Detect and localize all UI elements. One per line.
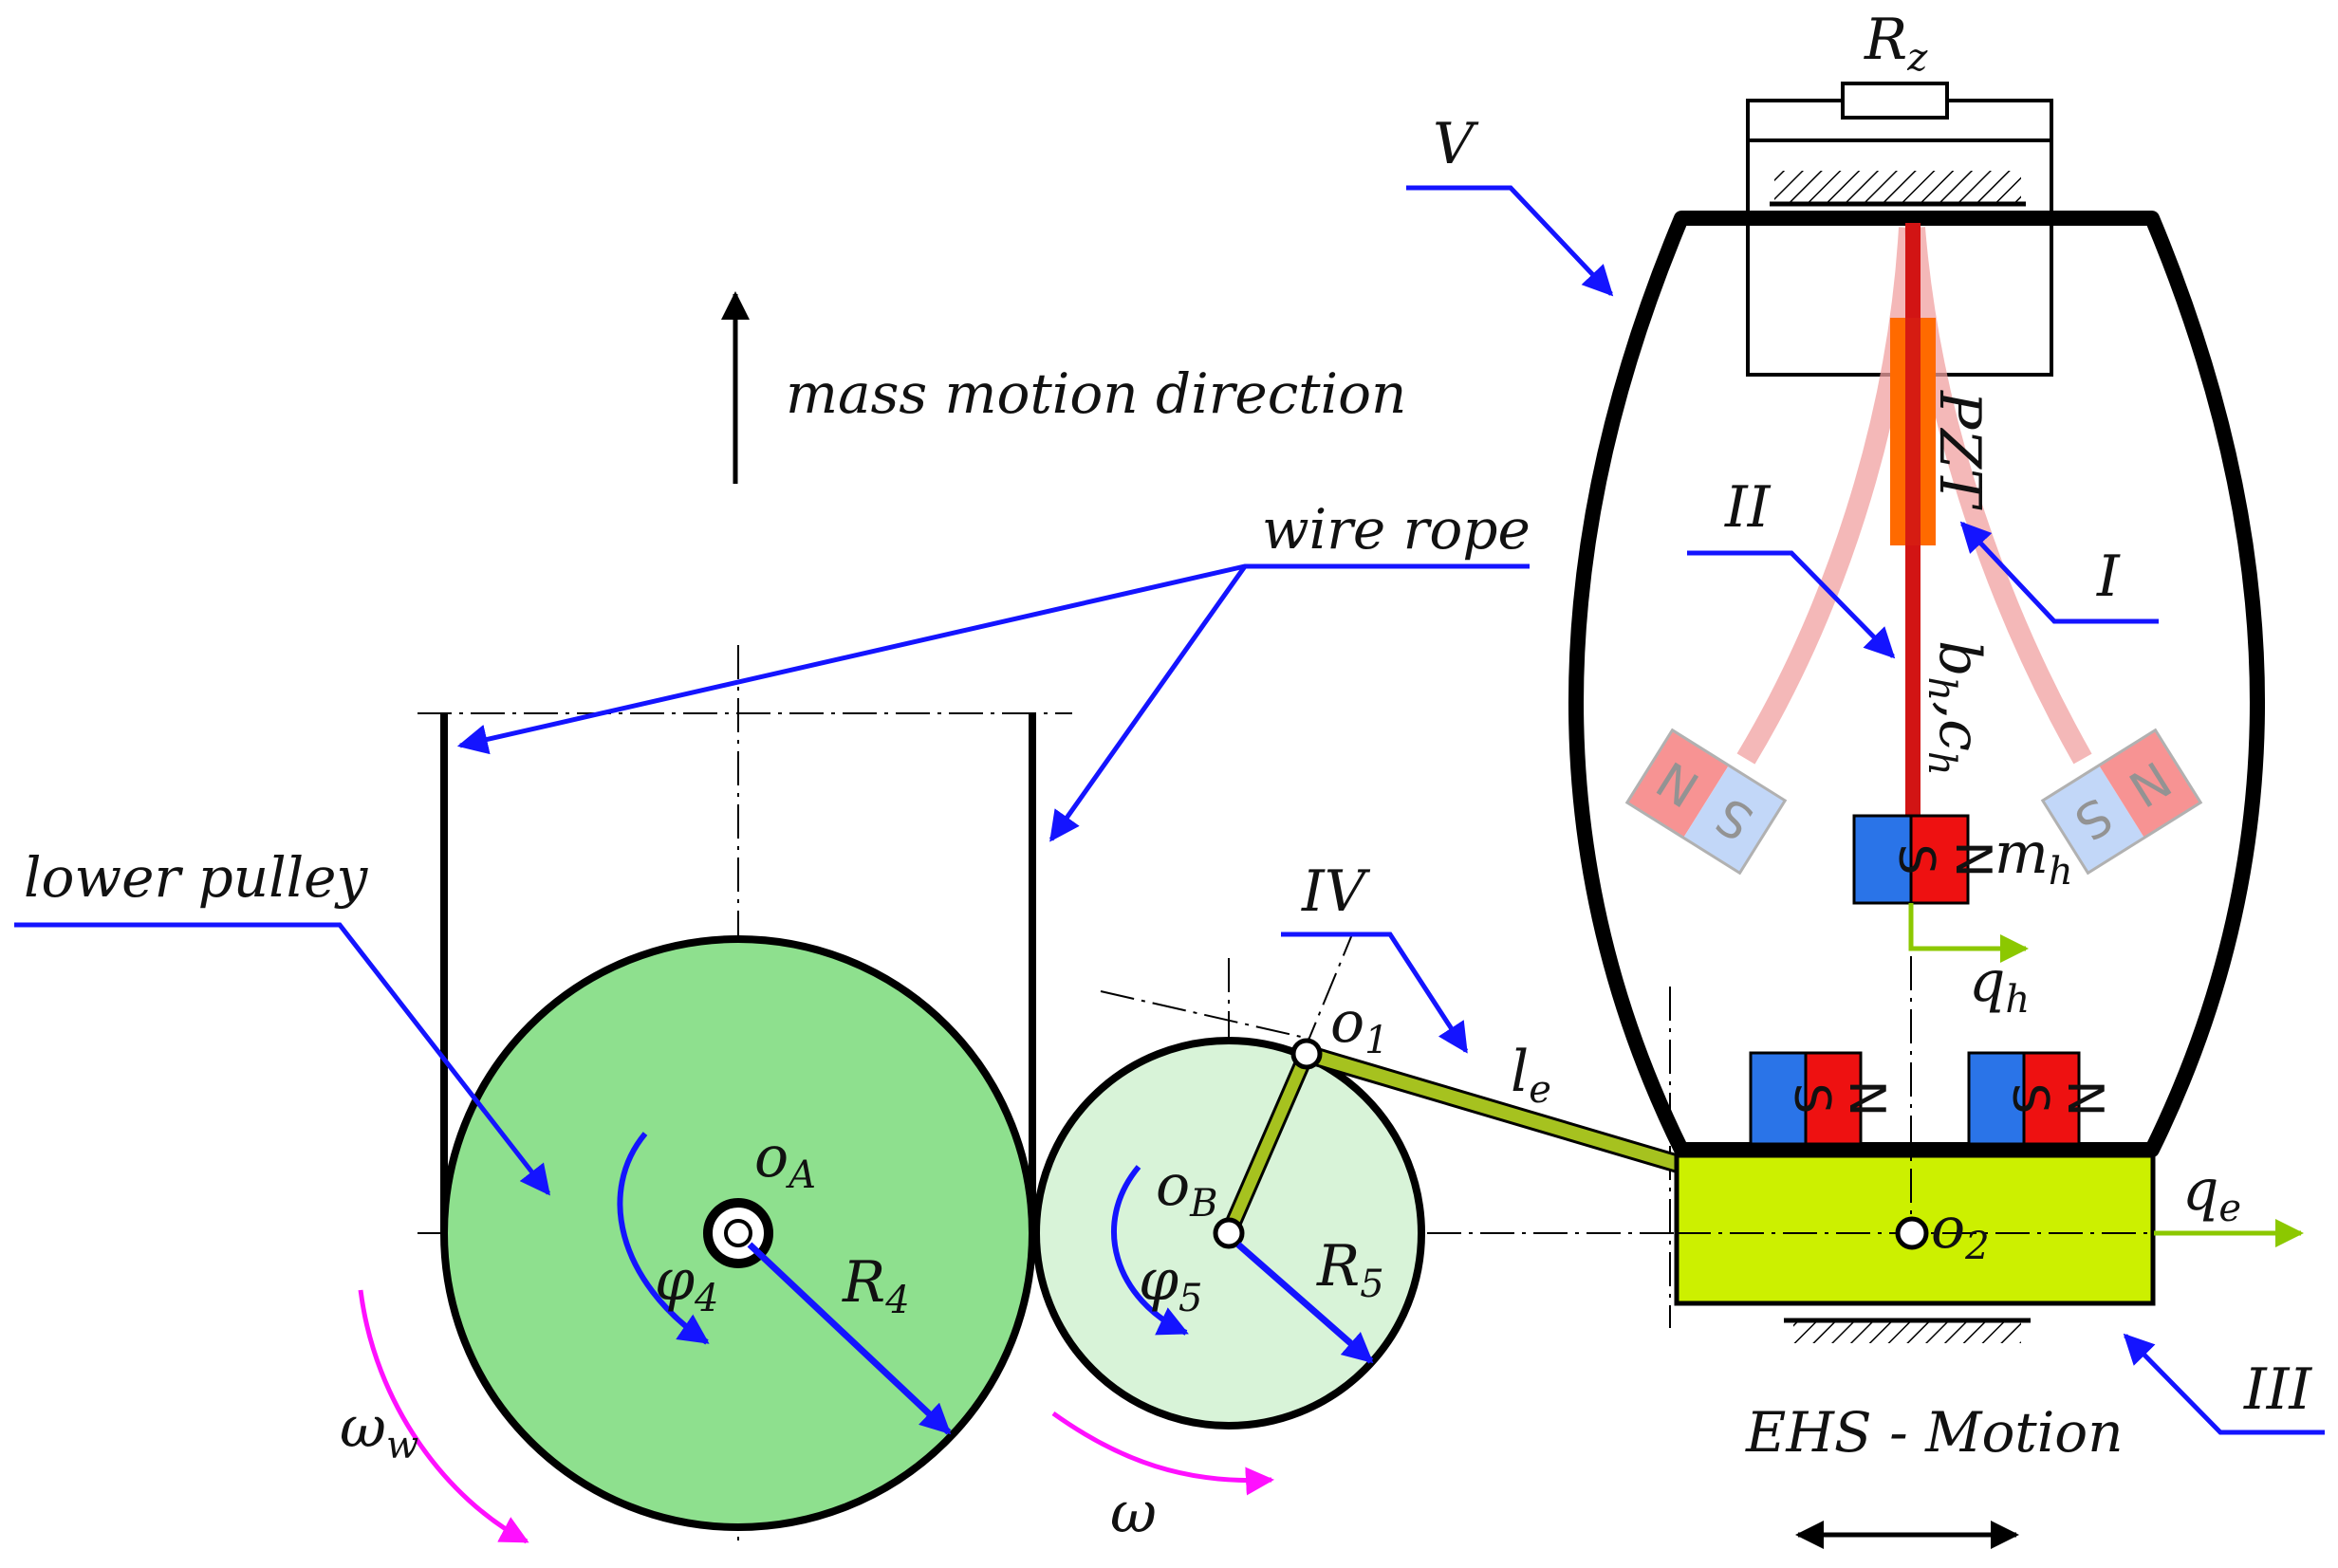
callouts xyxy=(14,185,2325,1435)
ghost-beam-left xyxy=(1736,227,1920,765)
clamp-ground-hatch xyxy=(1774,171,2021,202)
callout-II xyxy=(1687,550,1896,659)
svg-text:S: S xyxy=(2001,1082,2058,1114)
R5-label: R5 xyxy=(1316,1233,1384,1306)
o2-label: o2 xyxy=(1931,1195,1990,1268)
callout-wire-rope-2 xyxy=(1048,564,1248,842)
roman-II: II xyxy=(1724,474,1772,541)
r4-arrow xyxy=(747,1242,952,1435)
oA-label: oA xyxy=(754,1124,816,1197)
omega-arrow xyxy=(1051,1411,1274,1496)
callout-I xyxy=(1959,521,2159,624)
base-magnet-left: S N xyxy=(1749,1051,1895,1146)
qh-label: qh xyxy=(1969,949,2030,1022)
wire-rope-label: wire rope xyxy=(1262,497,1531,562)
joint-oB xyxy=(1213,1217,1245,1249)
phi4-arrow xyxy=(617,1132,710,1345)
rz-label: Rz xyxy=(1864,7,1928,80)
pzt-label: PZT xyxy=(1926,390,1993,510)
roman-III: III xyxy=(2243,1356,2312,1423)
mass-motion-label: mass motion direction xyxy=(786,361,1406,426)
phi5-label: φ5 xyxy=(1139,1247,1202,1320)
omega-w-label: ωw xyxy=(340,1394,418,1467)
svg-text:N: N xyxy=(1944,841,2001,878)
bh-ch-label: bh,ch xyxy=(1920,640,1993,776)
crank-link-fill xyxy=(1223,1048,1312,1239)
tip-magnet: S N xyxy=(1852,814,2001,905)
omega-w-arrow xyxy=(358,1289,529,1544)
callout-V xyxy=(1406,185,1614,297)
joint-o1 xyxy=(1290,1038,1323,1070)
omega-label: ω xyxy=(1110,1480,1157,1546)
svg-text:S: S xyxy=(1783,1082,1840,1114)
svg-text:N: N xyxy=(1838,1080,1895,1117)
lower-pulley-label: lower pulley xyxy=(24,845,369,910)
phi5-arrow xyxy=(1111,1165,1189,1336)
qe-label: qe xyxy=(2182,1157,2241,1230)
oB-label: oB xyxy=(1156,1153,1218,1226)
ghost-magnet-right: S N xyxy=(2040,728,2203,876)
callout-wire-rope xyxy=(456,563,1530,755)
housing xyxy=(1568,211,2265,1157)
roman-V: V xyxy=(1433,111,1479,177)
r5-arrow xyxy=(1235,1242,1374,1364)
base-magnet-right: S N xyxy=(1967,1051,2113,1146)
joint-o2 xyxy=(1895,1216,1929,1250)
ghost-magnet-left: N S xyxy=(1624,728,1788,876)
callout-III xyxy=(2123,1333,2325,1435)
qh-arrow xyxy=(1908,903,2029,963)
phi4-label: φ4 xyxy=(655,1247,718,1320)
roman-IV: IV xyxy=(1301,858,1371,925)
rz-resistor xyxy=(1841,82,1949,120)
le-label: le xyxy=(1511,1039,1551,1112)
roman-I: I xyxy=(2096,544,2121,610)
R4-label: R4 xyxy=(842,1249,910,1322)
callout-IV xyxy=(1281,932,1469,1054)
svg-text:N: N xyxy=(2056,1080,2113,1117)
ehs-motion-label: EHS - Motion xyxy=(1745,1400,2124,1465)
ghost-beam-right xyxy=(1904,227,2092,765)
pzt-beam-core xyxy=(1905,318,1920,545)
o1-label: o1 xyxy=(1330,989,1389,1062)
pulley-axle xyxy=(724,1219,752,1247)
mh-label: mh xyxy=(1995,821,2073,894)
slider-ground-hatch xyxy=(1793,1322,2021,1343)
callout-lower-pulley xyxy=(14,922,550,1196)
svg-text:S: S xyxy=(1887,843,1944,875)
